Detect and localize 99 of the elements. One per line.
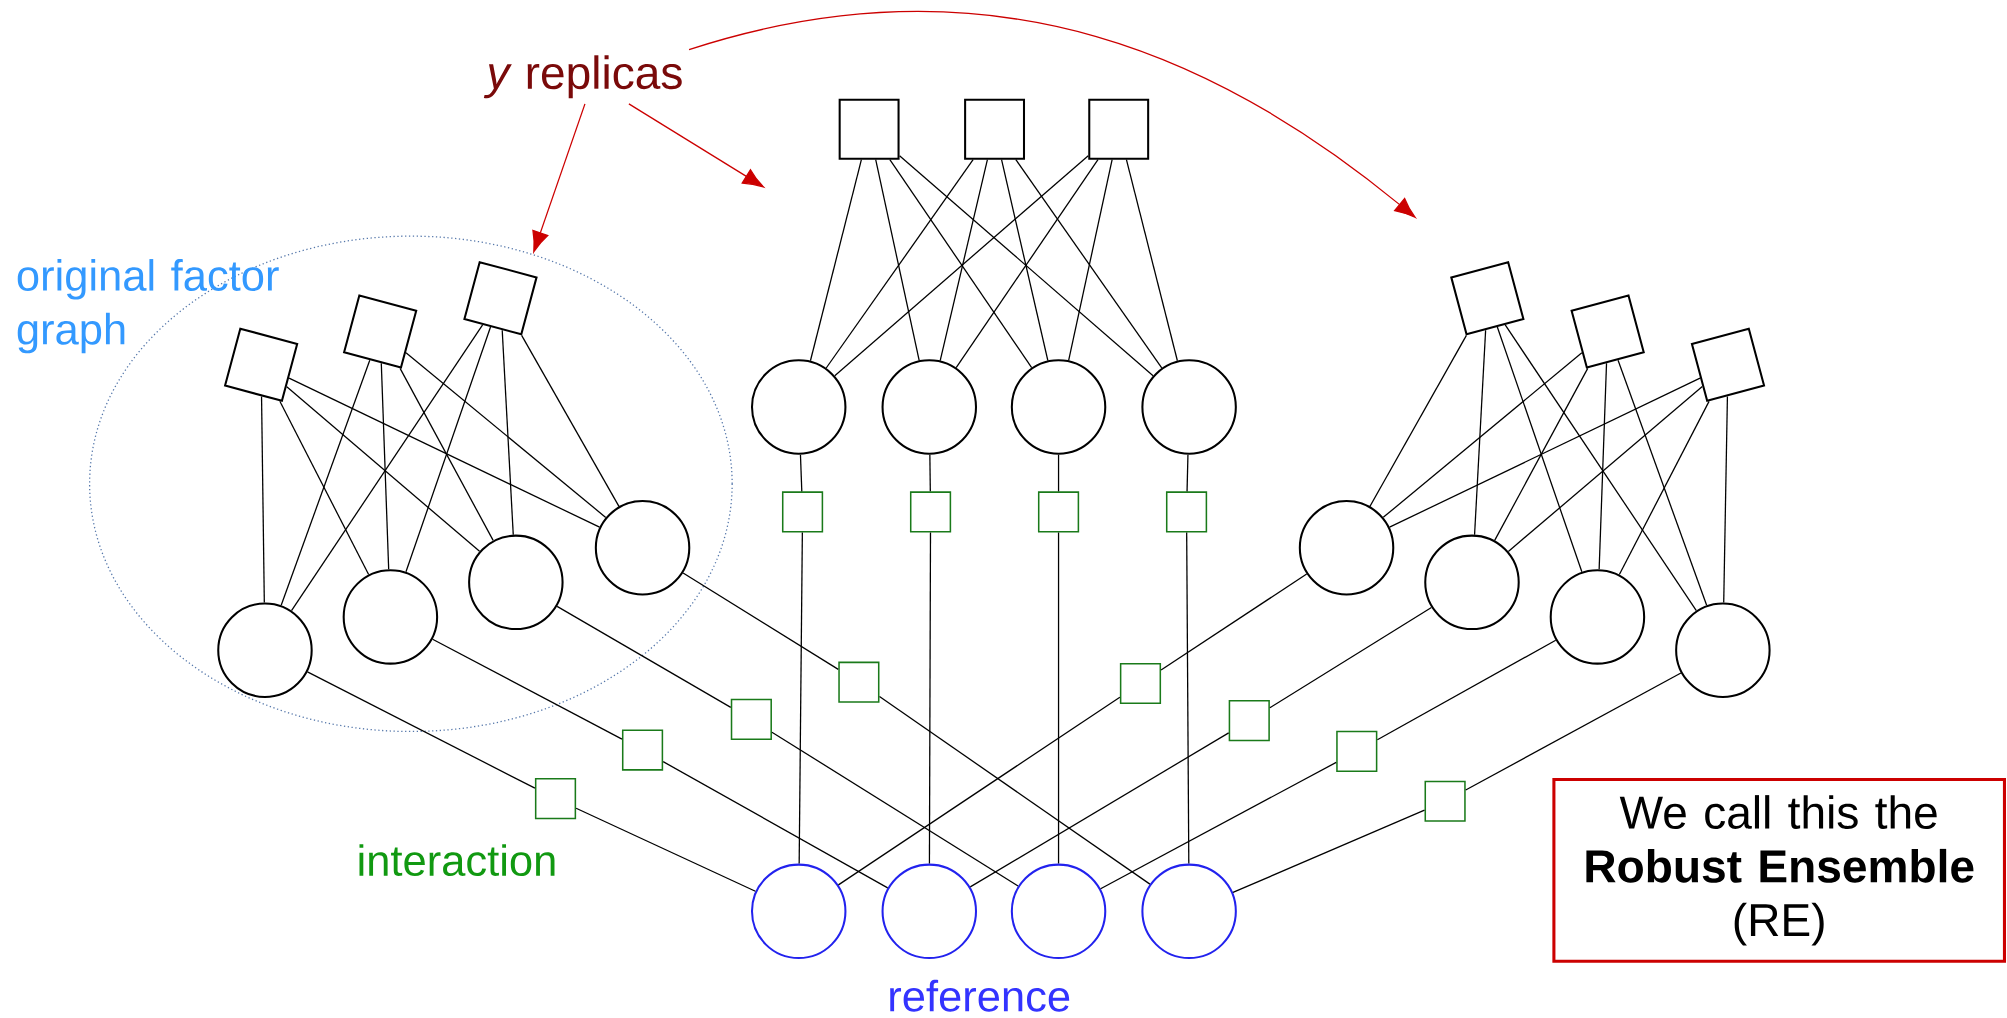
interaction-square	[838, 661, 880, 704]
interaction-square	[1037, 491, 1080, 533]
interaction-square	[1165, 491, 1208, 533]
variable-circle	[342, 569, 439, 665]
connector-line	[682, 572, 839, 671]
connector-line	[1269, 607, 1433, 709]
connector-line	[1473, 329, 1487, 536]
connector-line	[1494, 367, 1589, 542]
interaction-square	[1119, 663, 1162, 705]
connector-line	[1057, 454, 1060, 493]
connector-line	[1376, 639, 1557, 741]
connector-line	[955, 159, 1099, 369]
arrow	[688, 11, 1416, 219]
variable-circle	[1298, 500, 1395, 596]
connector-line	[662, 761, 889, 889]
connector-line	[799, 454, 803, 493]
variable-circle	[1549, 569, 1646, 665]
connector-line	[771, 731, 1019, 887]
variable-circle	[217, 602, 313, 699]
connector-line	[889, 159, 1033, 369]
interaction-square	[1228, 700, 1270, 742]
connector-line	[1125, 159, 1179, 362]
variable-circle	[1424, 534, 1520, 631]
connector-line	[405, 326, 492, 573]
connector-line	[1232, 809, 1426, 894]
heading-text: y replicas	[483, 55, 682, 99]
factor-square	[1088, 99, 1150, 160]
label-text: interaction	[359, 844, 555, 877]
connector-line	[521, 335, 620, 508]
connector-line	[837, 696, 1121, 886]
connector-line	[1369, 334, 1468, 508]
connector-line	[1186, 454, 1189, 493]
arrow	[532, 103, 586, 253]
connector-line	[834, 155, 1089, 377]
connector-line	[380, 362, 390, 571]
variable-circle	[881, 359, 978, 455]
connector-line	[306, 671, 536, 789]
connector-line	[898, 155, 1154, 377]
connector-line	[809, 159, 863, 362]
connector-line	[556, 605, 732, 709]
connector-line	[288, 377, 601, 528]
connector-line	[1382, 352, 1583, 519]
reference-circle	[881, 863, 978, 960]
connector-line	[286, 386, 481, 553]
connector-line	[399, 367, 494, 542]
connector-line	[1507, 386, 1703, 553]
connector-line	[1617, 359, 1708, 607]
connector-line	[1160, 573, 1308, 671]
connector-line	[432, 638, 623, 741]
connector-line	[1186, 532, 1190, 865]
connector-line	[969, 732, 1230, 888]
variable-circle	[594, 500, 691, 596]
connector-line	[260, 396, 265, 604]
connector-line	[280, 359, 371, 607]
connector-line	[575, 807, 757, 893]
connector-line	[1099, 761, 1337, 890]
interaction-square	[621, 729, 664, 771]
arrow	[628, 103, 764, 188]
interaction-square	[730, 698, 772, 741]
factor-square	[838, 99, 900, 160]
reference-circle	[1010, 863, 1107, 960]
connector-line	[1723, 396, 1729, 604]
connector-line	[929, 454, 931, 493]
connector-line	[1598, 362, 1608, 571]
connector-line	[1388, 377, 1701, 528]
connector-line	[1496, 326, 1583, 573]
connector-line	[1000, 159, 1049, 362]
connector-line	[878, 696, 1151, 885]
connector-line	[501, 329, 514, 536]
connector-line	[279, 400, 370, 576]
interaction-square	[781, 491, 824, 533]
interaction-square	[909, 491, 952, 533]
callout-box: We call this the Robust Ensemble (RE)	[1552, 778, 2006, 963]
variable-circle	[1141, 359, 1237, 455]
factor-square	[964, 99, 1026, 160]
reference-circle	[750, 863, 847, 960]
connector-line	[405, 352, 607, 519]
connector-line	[290, 324, 484, 612]
connector-line	[1618, 400, 1710, 576]
connector-line	[798, 532, 803, 865]
variable-circle	[750, 359, 847, 455]
interaction-square	[1336, 730, 1378, 773]
connector-line	[1465, 672, 1682, 791]
connector-line	[939, 159, 989, 362]
variable-circle	[468, 534, 564, 631]
connector-line	[875, 159, 920, 362]
connector-line	[1504, 324, 1697, 612]
connector-line	[825, 159, 974, 369]
variable-circle	[1010, 359, 1107, 455]
label-text: reference	[890, 980, 1070, 1012]
group-label: original factor graph	[17, 259, 279, 354]
connector-line	[1068, 159, 1113, 362]
connector-line	[928, 532, 932, 865]
variable-circle	[1675, 602, 1771, 699]
interaction-square	[1424, 780, 1466, 823]
connector-line	[1057, 532, 1060, 865]
reference-circle	[1141, 863, 1237, 960]
interaction-square	[534, 778, 577, 820]
connector-line	[1015, 159, 1163, 369]
